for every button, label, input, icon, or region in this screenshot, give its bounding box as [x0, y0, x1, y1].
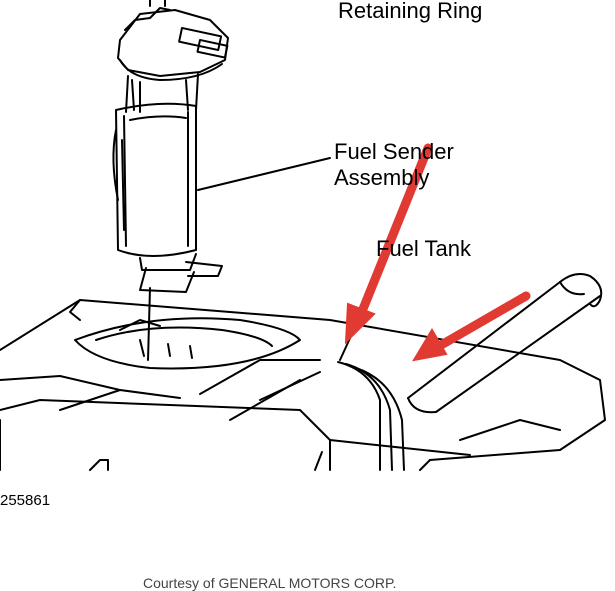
fuel-sender-leader-line: [197, 157, 331, 191]
credit-line: Courtesy of GENERAL MOTORS CORP.: [143, 575, 397, 591]
retaining-ring-label: Retaining Ring: [338, 0, 483, 23]
figure-number: 255861: [0, 492, 51, 509]
fuel-sender-assembly: [112, 0, 229, 361]
fuel-tank: [0, 273, 606, 471]
annotation-arrows: [344, 143, 531, 362]
fuel-sender-assembly-label: Fuel Sender Assembly: [334, 139, 454, 191]
fuel-sender-label-line2: Assembly: [334, 165, 430, 190]
fuel-sender-label-line1: Fuel Sender: [334, 139, 454, 164]
fuel-tank-label: Fuel Tank: [376, 236, 471, 261]
